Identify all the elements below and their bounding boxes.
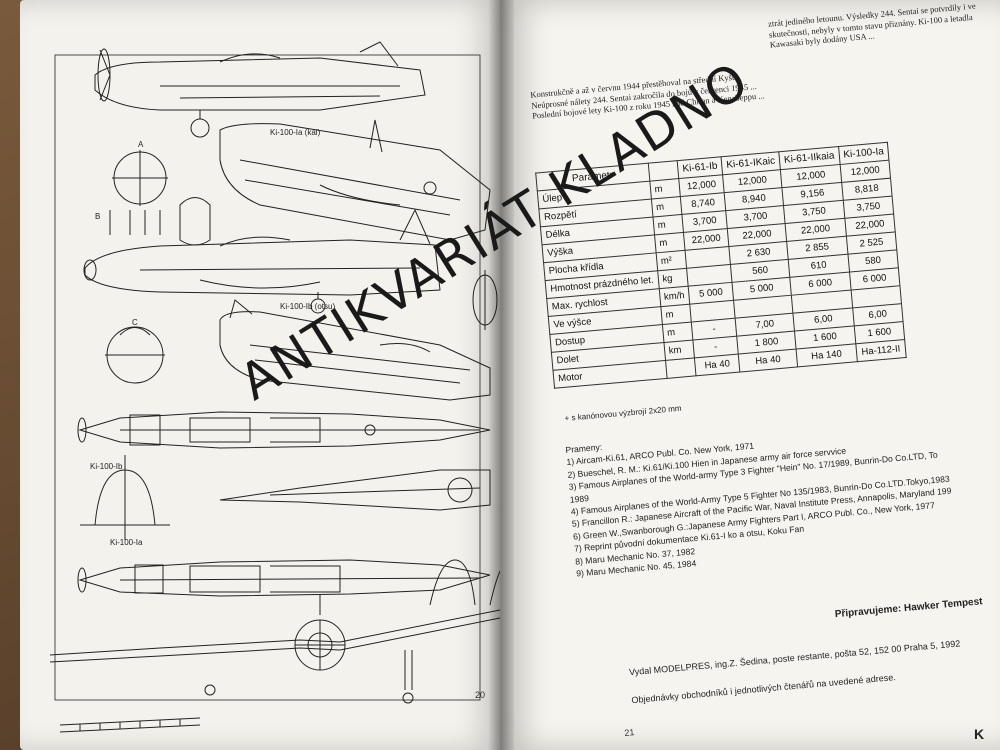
table-cell: Ha 40 bbox=[694, 354, 740, 376]
open-book: Ki-100-Ia (kai) Ki-100-Ib (otsu) Ki-100-… bbox=[10, 0, 1000, 750]
armament-note: + s kanónovou výzbrojí 2x20 mm bbox=[564, 403, 682, 423]
table-cell: Ha 140 bbox=[796, 343, 857, 367]
fuselage-detail bbox=[219, 469, 491, 511]
side-view-1 bbox=[94, 41, 426, 138]
section-label-b: B bbox=[95, 212, 101, 221]
book-gutter bbox=[488, 0, 514, 750]
czech-text-column-2: ztrát jediného letounu. Výsledky 244. Se… bbox=[767, 0, 977, 50]
table-cell: Ha 40 bbox=[738, 349, 798, 373]
left-page-number: 20 bbox=[475, 690, 486, 700]
side-view-2 bbox=[219, 119, 491, 241]
view-label-3: Ki-100-Ib bbox=[90, 462, 123, 471]
front-view-wings bbox=[49, 595, 500, 704]
table-cell: Ha-112-II bbox=[855, 339, 907, 362]
preparing-notice: Připravujeme: Hawker Tempest bbox=[834, 596, 983, 621]
side-view-4 bbox=[219, 299, 491, 401]
side-view-3 bbox=[83, 208, 441, 314]
top-view-1 bbox=[77, 411, 491, 449]
corner-tag: K bbox=[974, 726, 985, 742]
sources-list: Prameny: 1) Aircam-Ki.61, ARCO Publ. Co.… bbox=[565, 401, 1000, 580]
view-label-4: Ki-100-Ia bbox=[110, 538, 143, 547]
aircraft-drawings bbox=[49, 41, 500, 733]
view-label-1: Ki-100-Ia (kai) bbox=[270, 128, 321, 137]
section-label-a: A bbox=[138, 140, 144, 149]
view-label-2: Ki-100-Ib (otsu) bbox=[280, 302, 336, 311]
right-page: Konstrukčně a až v červnu 1944 přestěhov… bbox=[500, 0, 1000, 750]
table-cell bbox=[665, 357, 697, 379]
orders-line: Objednávky obchodníků i jednotlivých čte… bbox=[631, 672, 897, 706]
top-view-2 bbox=[77, 559, 491, 597]
publisher-line: Vydal MODELPRES, ing.Z. Šedina, poste re… bbox=[628, 638, 961, 678]
section-label-c: C bbox=[132, 318, 138, 327]
left-page: Ki-100-Ia (kai) Ki-100-Ib (otsu) Ki-100-… bbox=[20, 0, 500, 750]
right-page-number: 21 bbox=[623, 727, 635, 738]
right-page-content: Konstrukčně a až v červnu 1944 přestěhov… bbox=[500, 0, 1000, 747]
